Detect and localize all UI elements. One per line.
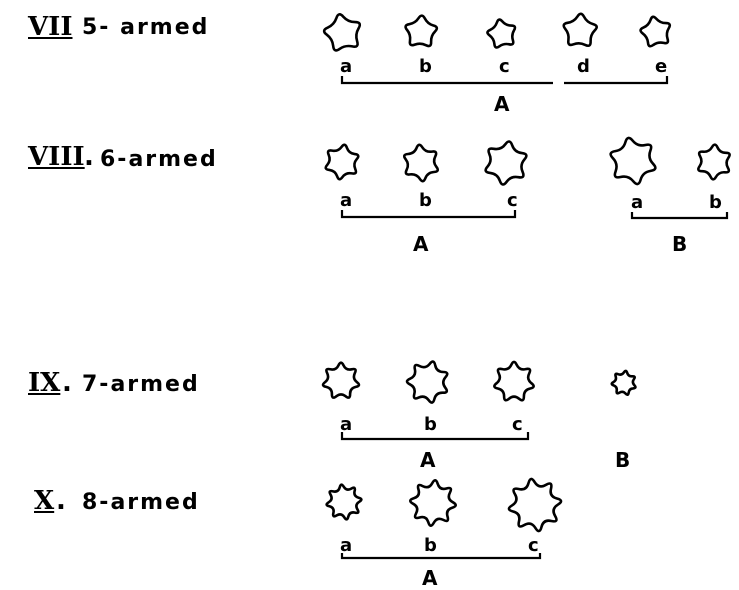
star-shape-5-armed — [486, 18, 517, 49]
star-shape-5-armed — [322, 13, 362, 52]
vii-item-e-label: e — [655, 56, 668, 77]
row-viii-arms-label: 6-armed — [100, 147, 218, 172]
row-viii-numeral: VIII — [28, 142, 85, 172]
star-shape-8-armed — [409, 479, 457, 527]
row-ix-dot: . — [62, 368, 72, 398]
ix-item-c-label: c — [512, 414, 523, 435]
x-item-c-label: c — [528, 535, 539, 556]
vii-group-a-label: A — [494, 92, 510, 116]
row-x-numeral: X — [34, 486, 55, 516]
vii-item-c-label: c — [499, 56, 510, 77]
x-item-b-label: b — [424, 535, 437, 556]
star-shape-6-armed — [697, 143, 731, 181]
star-shape-6-armed — [402, 143, 440, 183]
viii-a-item-b-label: b — [419, 190, 432, 211]
star-shape-6-armed — [484, 140, 528, 186]
brackets — [340, 76, 729, 560]
viii-a-item-a-label: a — [340, 190, 353, 211]
row-ix-numeral: IX — [28, 368, 61, 398]
vii-item-d-label: d — [577, 56, 590, 77]
row-x-dot: . — [56, 486, 66, 516]
vii-item-b-label: b — [419, 56, 432, 77]
star-shape-8-armed — [325, 483, 363, 521]
x-group-a-label: A — [422, 566, 438, 590]
viii-group-b-bracket — [630, 212, 729, 220]
star-shape-7-armed — [493, 360, 535, 402]
ix-group-a-label: A — [420, 448, 436, 472]
star-shape-5-armed — [639, 15, 672, 48]
star-shape-5-armed — [404, 14, 439, 48]
star-shape-7-armed — [405, 360, 449, 404]
viii-group-a-bracket — [340, 210, 517, 219]
vii-group-a-bracket-left — [340, 76, 553, 85]
x-item-a-label: a — [340, 535, 353, 556]
ix-group-a-bracket — [340, 432, 530, 441]
viii-b-item-a-label: a — [631, 192, 644, 213]
row-x-arms-label: 8-armed — [82, 490, 200, 515]
viii-group-b-label: B — [672, 232, 688, 256]
row-ix-arms-label: 7-armed — [82, 372, 200, 397]
row-viii-dot: . — [84, 142, 94, 172]
ix-item-b-label: b — [424, 414, 437, 435]
ix-group-b-label: B — [615, 448, 631, 472]
row-vii-arms-label: 5- armed — [82, 15, 210, 40]
star-shape-6-armed — [609, 136, 657, 186]
star-shape-7-armed — [321, 361, 361, 399]
viii-group-a-label: A — [413, 232, 429, 256]
viii-a-item-c-label: c — [507, 190, 518, 211]
row-vii-numeral: VII — [28, 12, 73, 42]
star-shape-5-armed — [562, 12, 598, 48]
vii-item-a-label: a — [340, 56, 353, 77]
viii-b-item-b-label: b — [709, 192, 722, 213]
star-shape-8-armed — [507, 477, 563, 533]
star-shapes — [321, 12, 731, 533]
x-group-a-bracket — [340, 553, 542, 560]
star-shape-6-armed — [324, 143, 360, 181]
star-shape-7-armed — [610, 369, 637, 397]
ix-item-a-label: a — [340, 414, 353, 435]
vii-group-a-bracket-right — [564, 76, 669, 85]
